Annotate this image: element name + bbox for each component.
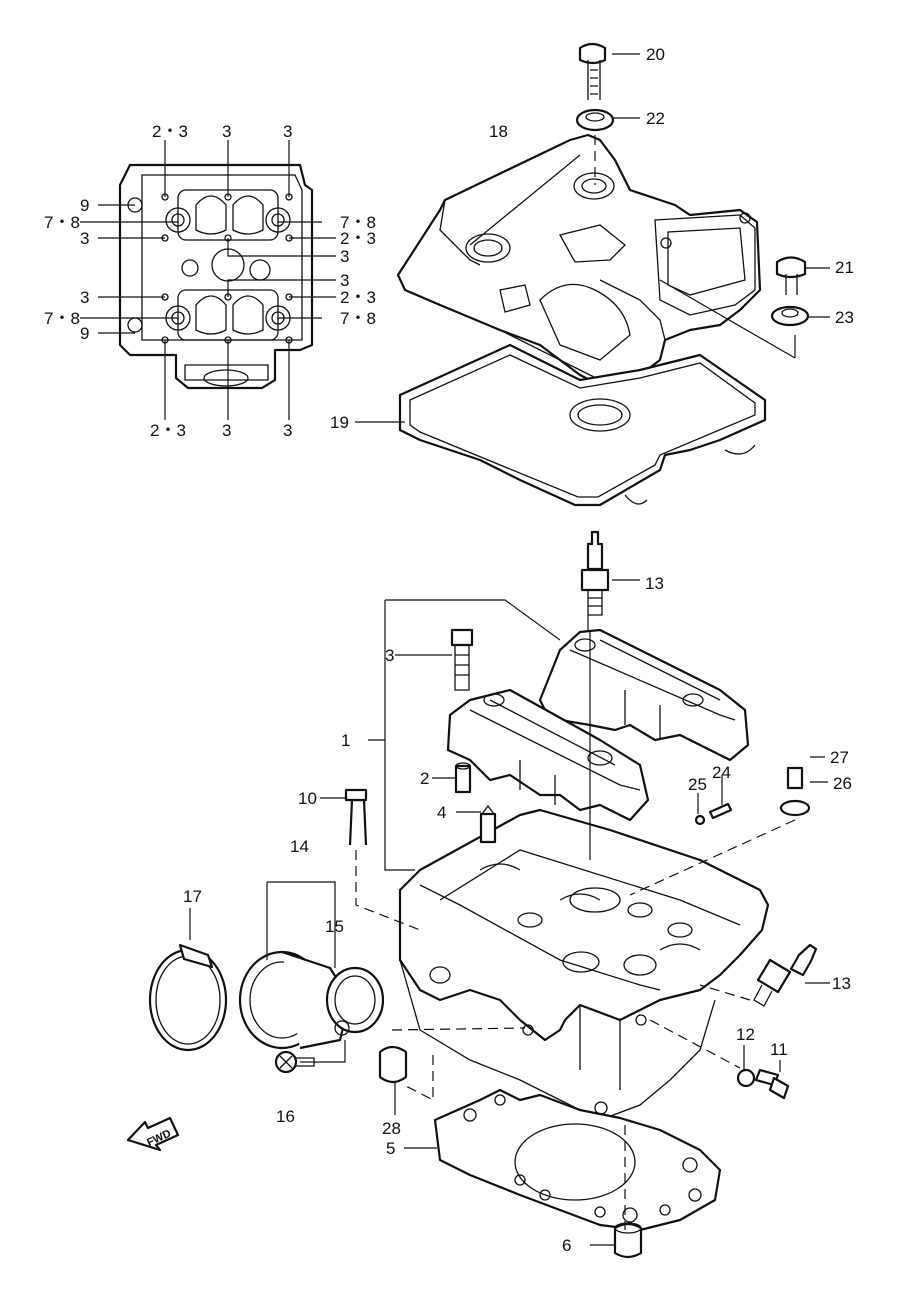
small-parts [344, 628, 811, 1100]
inset-top-label-3: 3 [283, 122, 292, 141]
callout-3: 3 [385, 646, 394, 665]
inset-right-label-2: 2・3 [340, 229, 376, 248]
inset-top-label-1: 2・3 [152, 122, 188, 141]
callout-23: 23 [835, 308, 854, 327]
callout-2: 2 [420, 769, 429, 788]
inset-left-label-5: 7・8 [44, 309, 80, 328]
intake-pipe [238, 950, 385, 1050]
callout-16: 16 [276, 1107, 295, 1126]
callout-12: 12 [736, 1025, 755, 1044]
callout-28: 28 [382, 1119, 401, 1138]
head-cover [396, 133, 796, 387]
inset-labels: 2・3 3 3 2・3 3 3 9 7・8 3 3 7・8 9 7・8 2・3 … [44, 122, 376, 440]
inset-right-label-4: 3 [340, 271, 349, 290]
cover-bolts [575, 42, 830, 358]
callout-24: 24 [712, 763, 731, 782]
cam-housing-rear [538, 628, 750, 762]
leader-lines [189, 421, 830, 1246]
callout-17: 17 [183, 887, 202, 906]
callout-27: 27 [830, 748, 849, 767]
callout-10: 10 [298, 789, 317, 808]
inset-bottom-label-3: 3 [283, 421, 292, 440]
callout-5: 5 [386, 1139, 395, 1158]
callout-6: 6 [562, 1236, 571, 1255]
callout-14: 14 [290, 837, 309, 856]
callout-26: 26 [833, 774, 852, 793]
inset-right-label-3: 3 [340, 247, 349, 266]
callout-25: 25 [688, 775, 707, 794]
callout-20: 20 [646, 45, 665, 64]
fwd-arrow-icon: FWD [126, 1116, 180, 1152]
inset-right-label-1: 7・8 [340, 213, 376, 232]
cam-housing-front [446, 688, 650, 822]
inset-top-label-2: 3 [222, 122, 231, 141]
inset-bottom-label-2: 3 [222, 421, 231, 440]
head-gasket [433, 1088, 722, 1232]
callout-13-top: 13 [645, 574, 664, 593]
callout-19: 19 [330, 413, 349, 432]
callout-labels: 20 22 18 21 23 19 13 3 1 2 27 24 25 26 1… [183, 45, 854, 1255]
inset-left-label-3: 3 [80, 229, 89, 248]
callout-18: 18 [489, 122, 508, 141]
inset-right-label-5: 2・3 [340, 288, 376, 307]
inset-head-top-view [80, 140, 336, 420]
callout-1: 1 [341, 731, 350, 750]
callout-11: 11 [770, 1040, 788, 1059]
spark-plug-right [753, 943, 818, 1007]
spark-plug-top [580, 530, 610, 616]
hose-clamp [148, 943, 228, 1052]
inset-left-label-4: 3 [80, 288, 89, 307]
inset-left-label-1: 9 [80, 196, 89, 215]
callout-22: 22 [646, 109, 665, 128]
inset-right-label-6: 7・8 [340, 309, 376, 328]
callout-21: 21 [835, 258, 854, 277]
callout-13-right: 13 [832, 974, 851, 993]
cylinder-head [398, 808, 770, 1121]
dowel-pin-6 [613, 1222, 643, 1259]
inset-bottom-label-1: 2・3 [150, 421, 186, 440]
callout-15: 15 [325, 917, 344, 936]
inset-left-label-6: 9 [80, 324, 89, 343]
cover-gasket [398, 343, 767, 507]
inset-left-label-2: 7・8 [44, 213, 80, 232]
callout-4: 4 [437, 803, 446, 822]
